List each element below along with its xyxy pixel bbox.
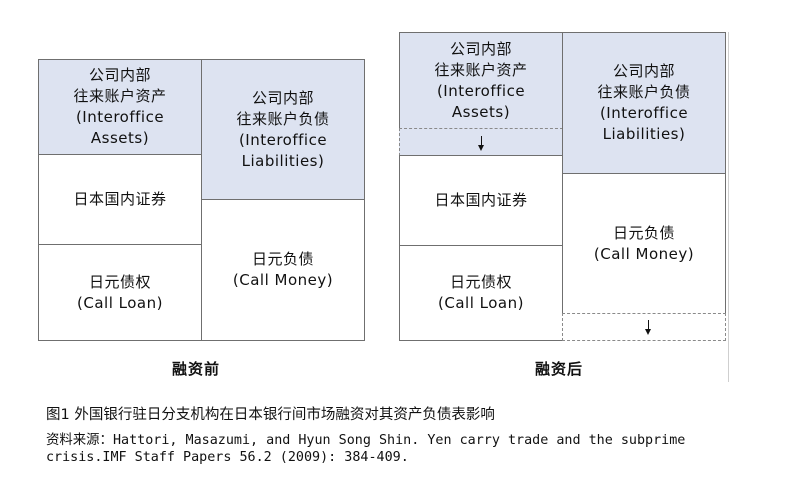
before-assets-loan: 日元债权 (Call Loan) [38, 244, 202, 341]
before-assets-interoffice: 公司内部 往来账户资产 (Interoffice Assets) [38, 59, 202, 155]
after-assets-loan: 日元债权 (Call Loan) [399, 245, 563, 341]
before-liabilities-money: 日元负债 (Call Money) [201, 199, 365, 341]
before-title: 融资前 [172, 360, 221, 378]
after-liabilities-shift-band [562, 313, 726, 341]
after-assets-securities: 日本国内证券 [399, 155, 563, 246]
before-assets-securities: 日本国内证券 [38, 154, 202, 245]
down-arrow-icon [478, 136, 484, 151]
after-liabilities-money: 日元负债 (Call Money) [562, 173, 726, 314]
after-title: 融资后 [535, 360, 584, 378]
divider [728, 32, 729, 382]
figure-caption: 图1 外国银行驻日分支机构在日本银行间市场融资对其资产负债表影响 [46, 407, 495, 423]
source-line-2: crisis.IMF Staff Papers 56.2 (2009): 384… [46, 450, 409, 465]
down-arrow-icon [645, 320, 651, 335]
after-assets-interoffice: 公司内部 往来账户资产 (Interoffice Assets) [399, 32, 563, 129]
before-liabilities-interoffice: 公司内部 往来账户负债 (Interoffice Liabilities) [201, 59, 365, 200]
source-line-1: 资料来源：Hattori, Masazumi, and Hyun Song Sh… [46, 433, 686, 448]
after-liabilities-interoffice: 公司内部 往来账户负债 (Interoffice Liabilities) [562, 32, 726, 174]
